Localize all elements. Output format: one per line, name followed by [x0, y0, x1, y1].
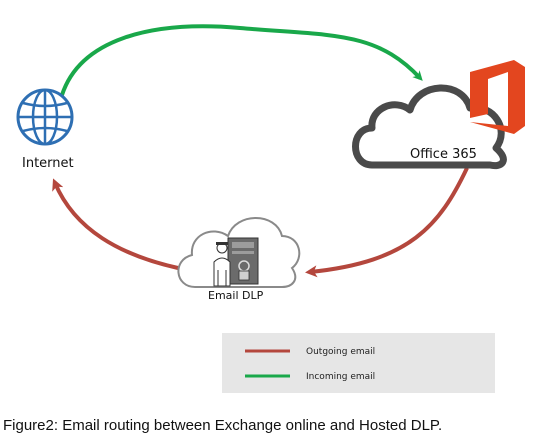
dlp-server-icon: [213, 237, 259, 287]
figure-caption: Figure2: Email routing between Exchange …: [3, 417, 443, 434]
email-dlp-label: Email DLP: [208, 289, 264, 302]
legend-label-outgoing: Outgoing email: [306, 347, 375, 357]
internet-label: Internet: [22, 156, 74, 171]
legend-label-incoming: Incoming email: [306, 372, 375, 382]
legend-box: [222, 333, 495, 393]
globe-icon: [16, 88, 74, 146]
edge-incoming-internet-to-office365: [60, 24, 423, 96]
edge-outgoing-dlp-to-internet: [52, 178, 179, 270]
edge-outgoing-office365-to-dlp: [305, 167, 469, 278]
office-logo-icon: [470, 60, 525, 134]
office365-cloud-icon: [352, 84, 507, 170]
office365-label: Office 365: [410, 147, 477, 162]
legend: Outgoing email Incoming email: [222, 333, 495, 393]
